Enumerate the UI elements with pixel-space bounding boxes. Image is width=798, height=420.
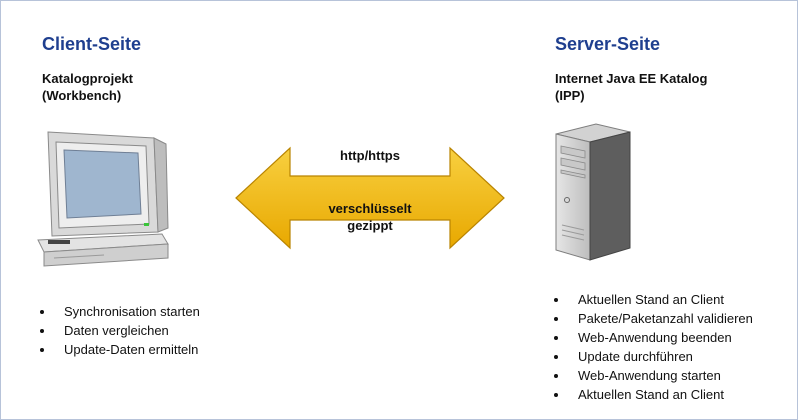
client-bullet-list: Synchronisation starten Daten vergleiche… — [36, 302, 200, 359]
client-subtitle-line1: Katalogprojekt — [42, 71, 134, 86]
double-arrow-icon — [235, 146, 505, 250]
client-heading: Client-Seite — [42, 34, 142, 54]
encryption-label: verschlüsselt gezippt — [306, 200, 434, 234]
encryption-line2: gezippt — [347, 218, 393, 233]
list-item: Web-Anwendung beenden — [550, 328, 753, 347]
server-heading: Server-Seite — [555, 34, 661, 54]
desktop-computer-icon — [37, 131, 169, 267]
list-item: Daten vergleichen — [36, 321, 200, 340]
list-item: Update durchführen — [550, 347, 753, 366]
encryption-line1: verschlüsselt — [328, 201, 412, 216]
client-subtitle: Katalogprojekt (Workbench) — [42, 70, 133, 104]
protocol-label: http/https — [340, 148, 400, 163]
server-subtitle-line2: (IPP) — [555, 88, 585, 103]
server-subtitle-line1: Internet Java EE Katalog — [555, 71, 708, 86]
client-subtitle-line2: (Workbench) — [42, 88, 122, 103]
server-tower-icon — [555, 123, 631, 261]
server-bullet-list: Aktuellen Stand an Client Pakete/Paketan… — [550, 290, 753, 404]
list-item: Web-Anwendung starten — [550, 366, 753, 385]
list-item: Aktuellen Stand an Client — [550, 290, 753, 309]
list-item: Synchronisation starten — [36, 302, 200, 321]
server-subtitle: Internet Java EE Katalog (IPP) — [555, 70, 707, 104]
list-item: Pakete/Paketanzahl validieren — [550, 309, 753, 328]
list-item: Aktuellen Stand an Client — [550, 385, 753, 404]
list-item: Update-Daten ermitteln — [36, 340, 200, 359]
